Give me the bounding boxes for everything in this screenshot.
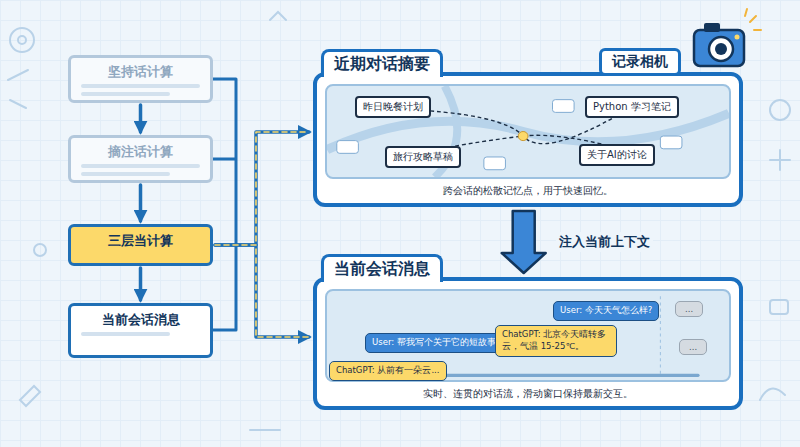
process-box: 三层当计算 bbox=[68, 224, 213, 266]
node-text: 记录相机 bbox=[612, 53, 668, 71]
label-box: 昨日晚餐计划 bbox=[355, 96, 431, 118]
node-text: 当前会话消息 bbox=[79, 311, 202, 329]
chat-bubble: ChatGPT: 从前有一朵云... bbox=[329, 361, 447, 381]
node-text: ... bbox=[685, 304, 693, 314]
panel-caption: 实时、连贯的对话流，滑动窗口保持最新交互。 bbox=[317, 387, 739, 401]
node-text: User: 帮我写个关于它的短故事。 bbox=[372, 337, 505, 349]
label-box: 旅行攻略草稿 bbox=[385, 146, 461, 168]
block-arrow bbox=[502, 211, 546, 273]
node-text: 旅行攻略草稿 bbox=[393, 150, 453, 164]
label-box: 关于AI的讨论 bbox=[579, 144, 655, 166]
process-box: 当前会话消息 bbox=[68, 303, 213, 358]
connector bbox=[139, 185, 143, 221]
label-box: Python 学习笔记 bbox=[585, 96, 679, 118]
node-text: 关于AI的讨论 bbox=[587, 148, 647, 162]
process-box: 坚持话计算 bbox=[68, 55, 213, 103]
panel-caption: 跨会话的松散记忆点，用于快速回忆。 bbox=[317, 184, 739, 198]
connector bbox=[139, 105, 143, 132]
process-box: 摘注话计算 bbox=[68, 135, 213, 183]
chat-bubble: ChatGPT: 北京今天晴转多云，气温 15-25℃。 bbox=[495, 325, 617, 357]
node-text: User: 今天天气怎么样? bbox=[560, 305, 652, 317]
node-text: 昨日晚餐计划 bbox=[363, 100, 423, 114]
chat-bubble: User: 帮我写个关于它的短故事。 bbox=[365, 333, 512, 353]
label-box: 记录相机 bbox=[599, 48, 681, 76]
panel: 近期对话摘要跨会话的松散记忆点，用于快速回忆。记录相机昨日晚餐计划Python … bbox=[313, 72, 743, 207]
connector bbox=[139, 268, 143, 300]
connector bbox=[215, 245, 309, 337]
chat-bubble: ... bbox=[675, 301, 703, 317]
camera-icon bbox=[694, 9, 761, 66]
placeholder-line bbox=[81, 84, 200, 88]
node-text: ChatGPT: 从前有一朵云... bbox=[336, 365, 440, 377]
chat-bubble: User: 今天天气怎么样? bbox=[553, 301, 659, 321]
node-text: 三层当计算 bbox=[79, 232, 202, 250]
chat-bubble: ... bbox=[679, 339, 707, 355]
node-text: 坚持话计算 bbox=[79, 63, 202, 81]
node-text: 摘注话计算 bbox=[79, 143, 202, 161]
panel-title: 近期对话摘要 bbox=[321, 49, 443, 77]
placeholder-line bbox=[81, 172, 170, 176]
highlight-dash bbox=[215, 132, 309, 245]
placeholder-line bbox=[81, 164, 200, 168]
node-text: ... bbox=[689, 342, 697, 352]
highlight-dash bbox=[215, 245, 309, 337]
panel-title: 当前会话消息 bbox=[321, 254, 443, 282]
edge-label: 注入当前上下文 bbox=[556, 232, 653, 252]
connector bbox=[215, 132, 309, 245]
node-text: Python 学习笔记 bbox=[593, 100, 671, 114]
node-text: ChatGPT: 北京今天晴转多云，气温 15-25℃。 bbox=[502, 329, 610, 353]
placeholder-line bbox=[81, 92, 170, 96]
placeholder-line bbox=[81, 332, 170, 336]
panel: 当前会话消息实时、连贯的对话流，滑动窗口保持最新交互。User: 今天天气怎么样… bbox=[313, 277, 743, 410]
